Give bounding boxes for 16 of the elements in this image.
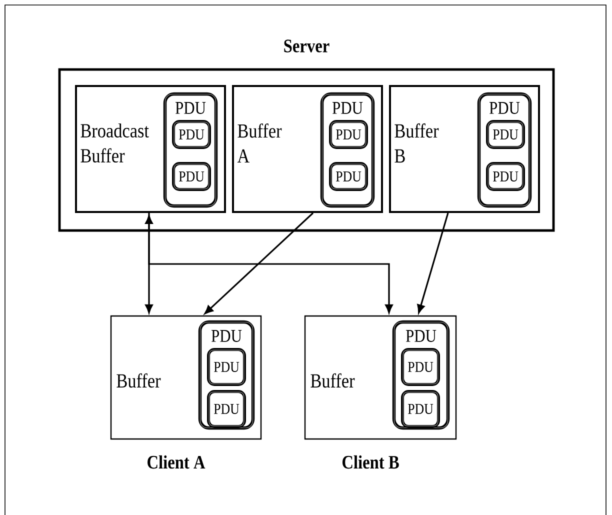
pdu-box: PDU: [329, 120, 368, 149]
pdu-box: PDU: [172, 162, 211, 191]
pdu-box: PDU: [401, 390, 440, 428]
arrow: [148, 213, 393, 314]
node-label: Server: [284, 40, 330, 52]
pdu-box: PDU: [486, 120, 525, 149]
pdu-box: PDU: [207, 348, 246, 386]
pdu-box: PDU: [172, 120, 211, 149]
pdu-box: PDU: [486, 162, 525, 191]
pdu-box: PDU: [329, 162, 368, 191]
client-label: Client A: [148, 455, 206, 469]
pdu-box: PDU: [401, 348, 440, 386]
client-label: Client B: [342, 455, 399, 469]
arrow: [417, 212, 449, 314]
arrow: [145, 215, 153, 314]
pdu-box: PDU: [207, 390, 246, 428]
